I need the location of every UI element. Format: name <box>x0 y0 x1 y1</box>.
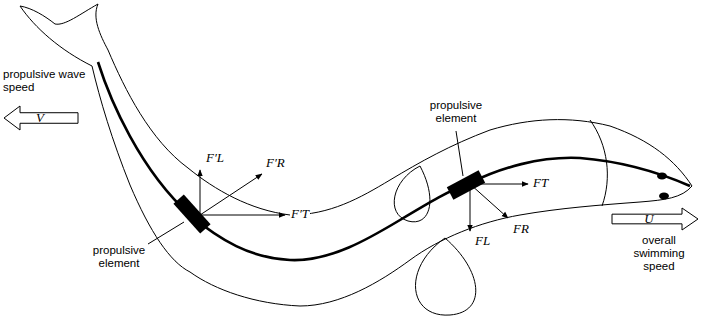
eye <box>657 173 667 180</box>
propulsive-element-block <box>173 194 210 233</box>
caudal-fin <box>20 4 108 66</box>
eye <box>659 193 669 200</box>
pectoral-fin <box>415 238 475 315</box>
body-lower-outline <box>92 66 692 306</box>
swimming-speed-arrow: Uoverall swimming speed <box>612 206 702 286</box>
speed-symbol: U <box>640 212 658 225</box>
force-arrow <box>470 184 471 231</box>
force-label: FL <box>474 234 491 247</box>
force-arrow <box>470 184 508 218</box>
force-arrow <box>470 184 528 185</box>
gill-line <box>590 120 607 206</box>
speed-symbol: V <box>31 111 49 124</box>
force-label: F′R <box>265 156 286 169</box>
part-label: propulsive element <box>420 99 492 125</box>
body-upper-outline <box>108 50 692 215</box>
force-label: F′L <box>205 151 225 164</box>
leader-line <box>456 131 463 176</box>
force-label: F′T <box>290 207 310 220</box>
force-label: FT <box>532 176 549 189</box>
force-label: FR <box>512 222 530 235</box>
body-midline <box>98 62 690 260</box>
propulsive-element-block <box>447 170 485 199</box>
force-arrow <box>200 174 262 215</box>
leader-line <box>148 222 184 244</box>
force-arrow <box>200 170 201 215</box>
arrow-caption: propulsive wave speed <box>3 68 89 94</box>
wave-speed-arrow: propulsive wave speedV <box>3 68 91 132</box>
arrow-caption: overall swimming speed <box>626 234 692 273</box>
force-arrow <box>200 215 285 216</box>
part-label: propulsive element <box>84 244 154 270</box>
